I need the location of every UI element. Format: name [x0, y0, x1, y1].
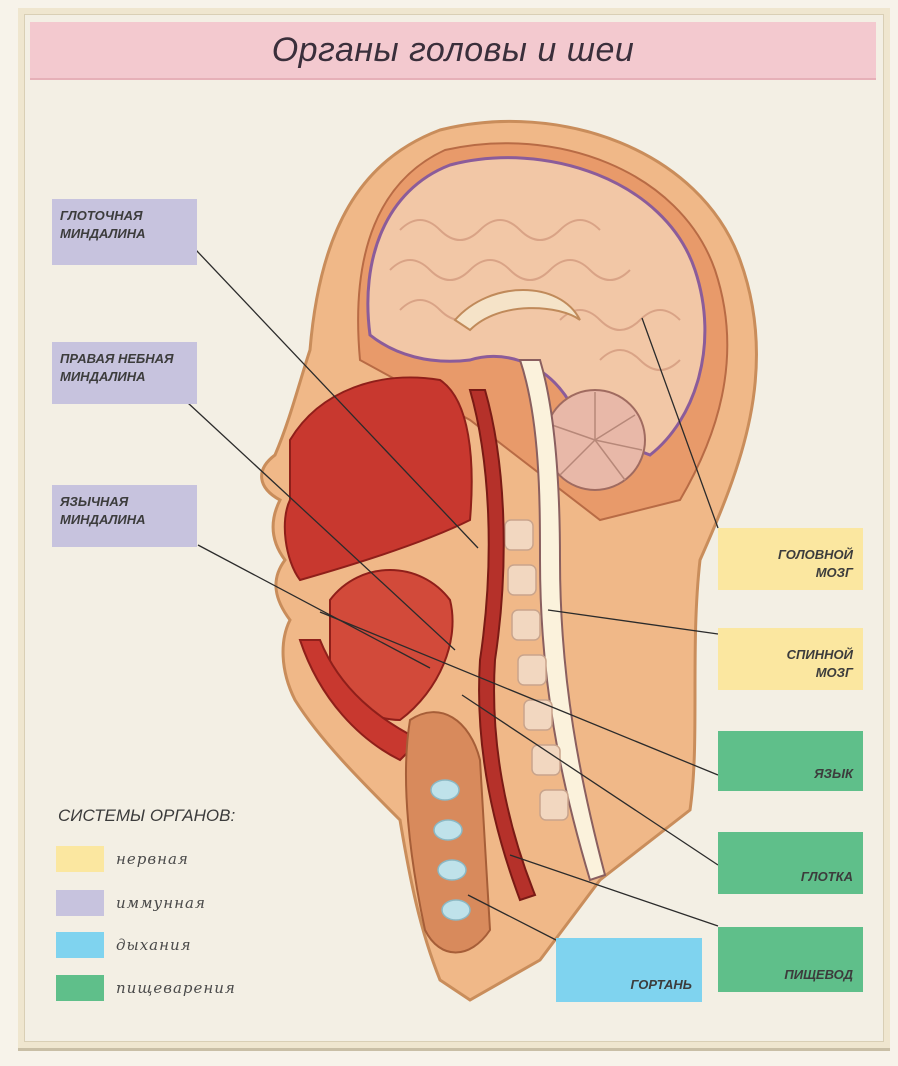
label-esophagus: ПИЩЕВОД — [718, 927, 863, 992]
label-larynx: ГОРТАНЬ — [556, 938, 702, 1002]
legend-label-nervous: нервная — [116, 850, 189, 868]
label-spinal-cord: СПИННОЙ МОЗГ — [718, 628, 863, 690]
label-lingual-tonsil: ЯЗЫЧНАЯ МИНДАЛИНА — [52, 485, 197, 547]
label-tongue: ЯЗЫК — [718, 731, 863, 791]
label-pharynx: ГЛОТКА — [718, 832, 863, 894]
label-pharyngeal-tonsil: ГЛОТОЧНАЯ МИНДАЛИНА — [52, 199, 197, 265]
legend-item-respiratory: дыхания — [56, 932, 192, 958]
legend-item-digestive: пищеварения — [56, 975, 236, 1001]
legend-swatch-digestive — [56, 975, 104, 1001]
label-palatine-tonsil: ПРАВАЯ НЕБНАЯ МИНДАЛИНА — [52, 342, 197, 404]
legend-label-respiratory: дыхания — [116, 936, 192, 954]
legend-title: СИСТЕМЫ ОРГАНОВ: — [58, 806, 235, 826]
legend-item-immune: иммунная — [56, 890, 206, 916]
legend-swatch-nervous — [56, 846, 104, 872]
legend-label-digestive: пищеварения — [116, 979, 236, 997]
legend-swatch-respiratory — [56, 932, 104, 958]
legend-label-immune: иммунная — [116, 894, 206, 912]
legend-item-nervous: нервная — [56, 846, 189, 872]
label-brain: ГОЛОВНОЙ МОЗГ — [718, 528, 863, 590]
legend-swatch-immune — [56, 890, 104, 916]
